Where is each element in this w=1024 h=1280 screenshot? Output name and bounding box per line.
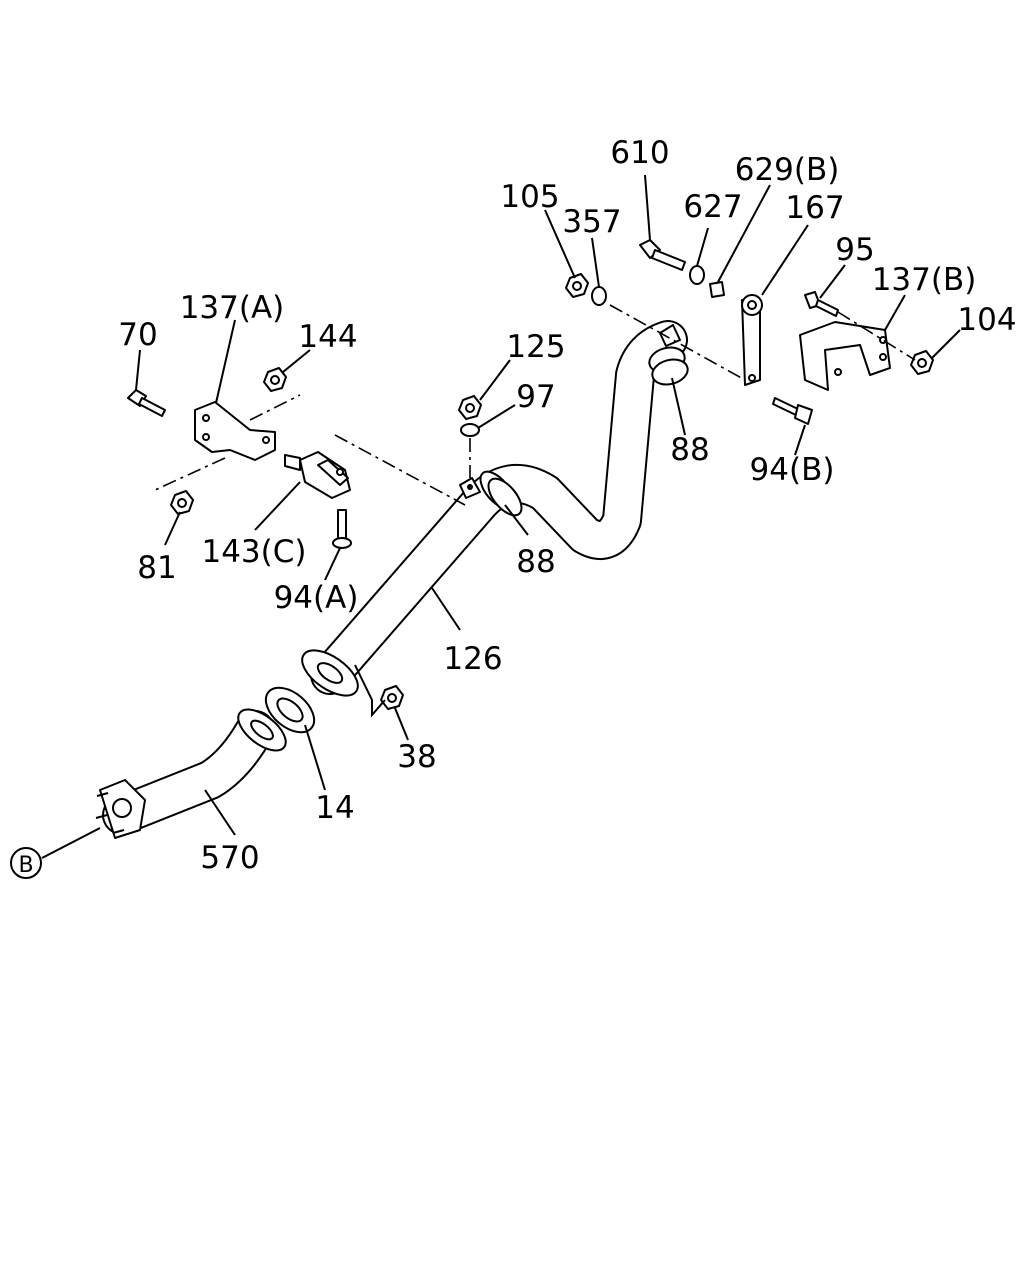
reference-marker-b: B: [10, 847, 42, 879]
bolt-610: [639, 239, 686, 271]
label-88-upper: 88: [670, 432, 709, 468]
label-104: 104: [957, 302, 1016, 338]
washer-627: [689, 265, 705, 285]
hanger-bracket-137a: [194, 401, 276, 461]
hanger-link-167: [741, 294, 763, 386]
label-81: 81: [137, 550, 176, 586]
reference-letter-b: B: [18, 853, 33, 878]
label-126: 126: [443, 641, 502, 677]
rubber-hanger-143c: [284, 451, 351, 499]
label-167: 167: [785, 190, 844, 226]
label-137a: 137(A): [180, 290, 285, 326]
label-105: 105: [500, 179, 559, 215]
hanger-bracket-137b: [799, 321, 891, 391]
bolt-95: [804, 291, 839, 317]
label-570: 570: [200, 840, 259, 876]
front-flange: [95, 779, 146, 839]
label-88-lower: 88: [516, 544, 555, 580]
label-70: 70: [118, 317, 157, 353]
label-94b: 94(B): [750, 452, 835, 488]
rubber-mount-88-lower: [459, 470, 523, 517]
label-14: 14: [315, 790, 354, 826]
pipe-126-flange: [301, 649, 359, 697]
bolt-70: [127, 389, 166, 417]
label-125: 125: [506, 329, 565, 365]
nut-81: [170, 490, 194, 515]
label-143c: 143(C): [201, 534, 306, 570]
bolt-94b: [772, 397, 813, 425]
label-94a: 94(A): [274, 580, 359, 616]
label-137b: 137(B): [872, 262, 977, 298]
gasket-14: [264, 686, 316, 734]
nut-104: [910, 350, 934, 375]
nut-105: [565, 273, 589, 298]
label-629b: 629(B): [735, 152, 840, 188]
leader-lines: [41, 174, 961, 859]
label-610: 610: [610, 135, 669, 171]
bolt-94a: [332, 509, 352, 549]
label-627: 627: [683, 189, 742, 225]
nut-125: [458, 395, 482, 420]
label-144: 144: [298, 319, 357, 355]
nut-144: [263, 367, 287, 392]
label-357: 357: [562, 204, 621, 240]
label-95: 95: [835, 232, 874, 268]
label-38: 38: [397, 739, 436, 775]
alignment-lines: [154, 304, 916, 718]
nut-38: [380, 685, 404, 710]
spacer-629b: [709, 281, 725, 298]
washer-97: [460, 423, 480, 437]
label-97: 97: [516, 379, 555, 415]
washer-357: [591, 286, 607, 306]
rubber-mount-88-upper: [648, 324, 689, 386]
